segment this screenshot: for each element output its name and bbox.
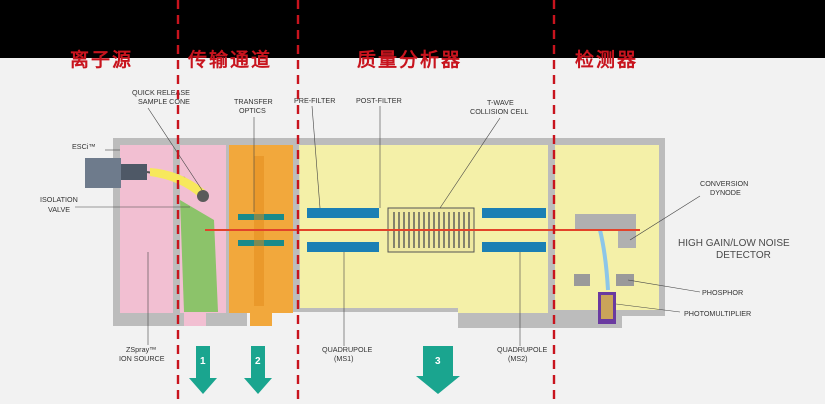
label-phosphor: PHOSPHOR (702, 288, 743, 297)
label-isolation-1: ISOLATION (40, 195, 78, 204)
ion-plume (180, 200, 218, 312)
esci-probe-tip (121, 164, 147, 180)
sample-cone (197, 190, 209, 202)
label-detector-2: DETECTOR (716, 250, 771, 261)
label-twave-2: COLLISION CELL (470, 107, 528, 116)
section-title-mass-analyzer: 质量分析器 (357, 48, 462, 71)
electron-path (598, 229, 610, 291)
ms2-rod-bottom (482, 242, 546, 252)
phosphor-left (574, 274, 590, 286)
label-transfer-2: OPTICS (239, 106, 266, 115)
label-conversion-1: CONVERSION (700, 179, 748, 188)
label-quick-release-2: SAMPLE CONE (138, 97, 190, 106)
photomultiplier-glow (601, 295, 613, 319)
conversion-dynode (575, 214, 636, 248)
ms2-rod-top (482, 208, 546, 218)
label-post-filter: POST-FILTER (356, 96, 402, 105)
pump-arrow-1: 1 (189, 346, 217, 394)
label-twave-1: T-WAVE (487, 98, 514, 107)
label-photomultiplier: PHOTOMULTIPLIER (684, 309, 751, 318)
label-esci: ESCi™ (72, 142, 96, 151)
section-title-detector: 检测器 (575, 48, 638, 71)
label-zspray-1: ZSpray™ (126, 345, 156, 354)
section-title-transfer: 传输通道 (187, 48, 272, 71)
esci-probe-body (85, 158, 121, 188)
section-dividers (176, 0, 556, 404)
label-quad1-1: QUADRUPOLE (322, 345, 373, 354)
label-pre-filter: PRE-FILTER (294, 96, 335, 105)
label-quad1-2: (MS1) (334, 354, 354, 363)
pump-arrow-2: 2 (244, 346, 272, 394)
svg-text:2: 2 (255, 356, 261, 367)
svg-text:3: 3 (435, 356, 441, 367)
label-detector-1: HIGH GAIN/LOW NOISE (678, 238, 790, 249)
prefilter-ms1-rod-top (307, 208, 379, 218)
label-conversion-2: DYNODE (710, 188, 741, 197)
phosphor-right (616, 274, 634, 286)
label-isolation-2: VALVE (48, 205, 70, 214)
label-quick-release-1: QUICK RELEASE (132, 88, 190, 97)
label-quad2-1: QUADRUPOLE (497, 345, 548, 354)
top-black-band (0, 0, 825, 58)
leader-lines (75, 105, 701, 346)
pump-arrow-3: 3 (416, 346, 460, 394)
label-quad2-2: (MS2) (508, 354, 528, 363)
section-title-ion-source: 离子源 (70, 48, 133, 71)
svg-text:1: 1 (200, 356, 206, 367)
label-zspray-2: ION SOURCE (119, 354, 165, 363)
prefilter-ms1-rod-bottom (307, 242, 379, 252)
label-transfer-1: TRANSFER (234, 97, 273, 106)
